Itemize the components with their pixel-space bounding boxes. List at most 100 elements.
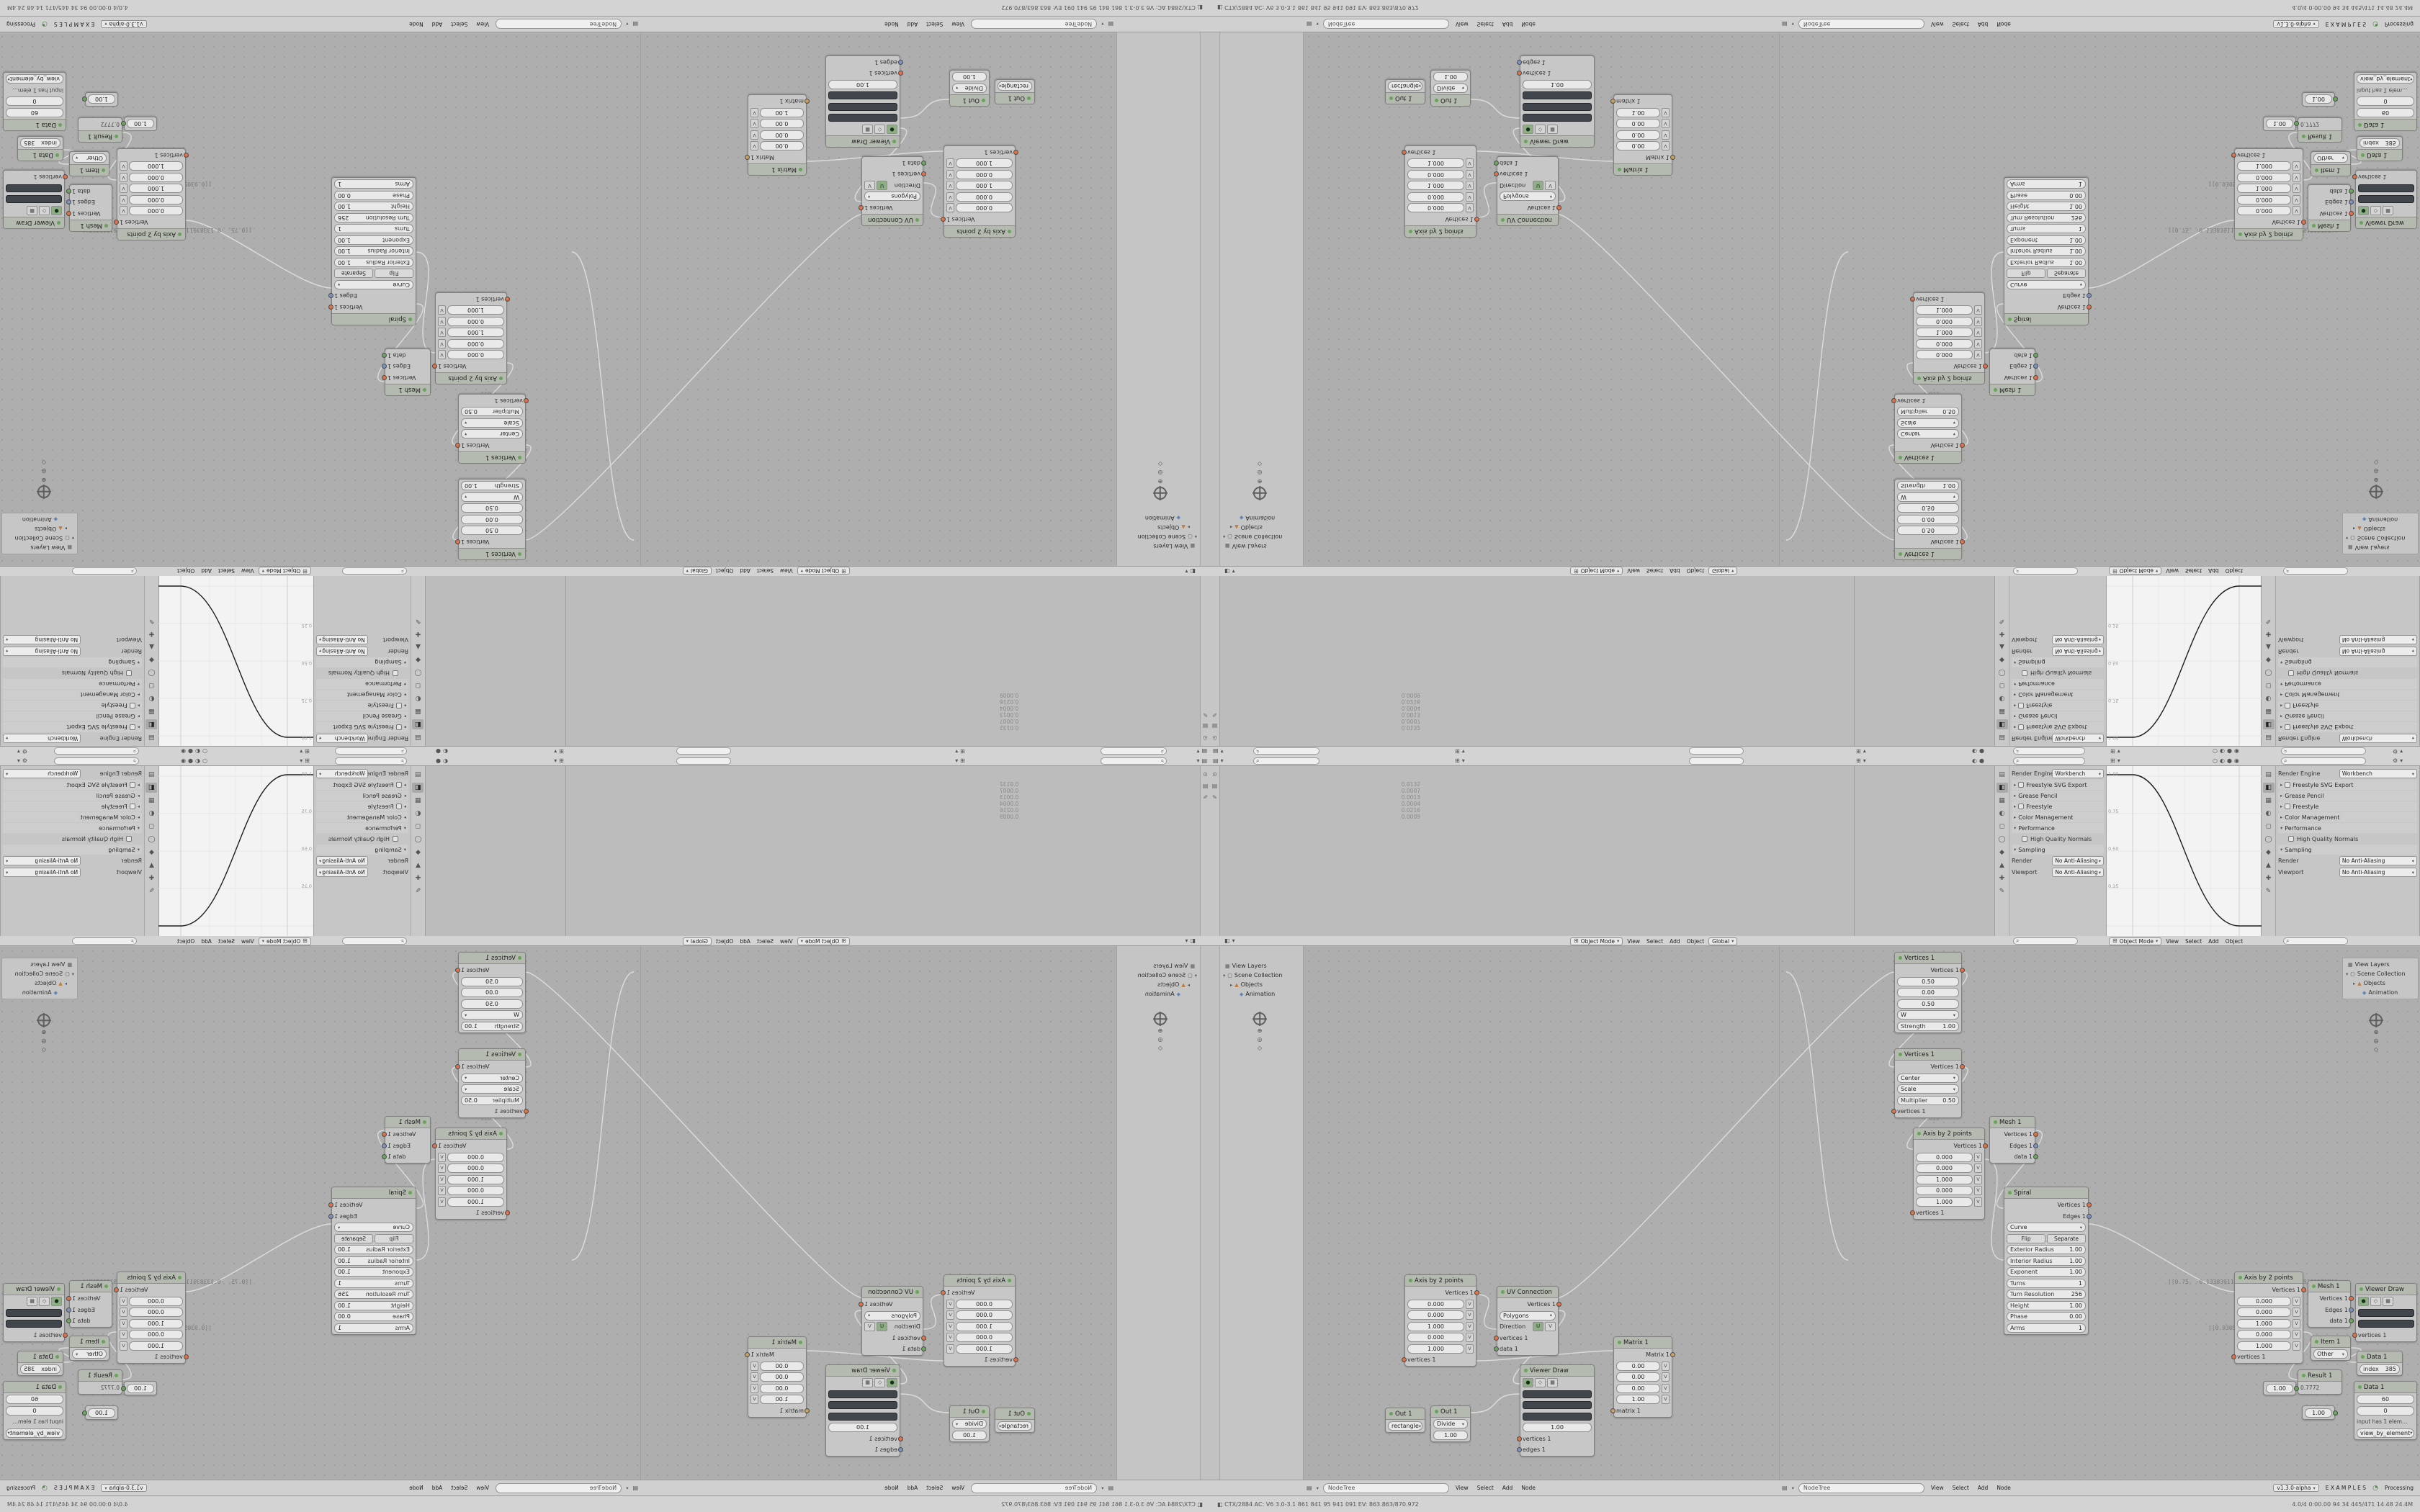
outliner-item-animation[interactable]: ◆Animation — [4, 988, 76, 997]
vector-toggle-button[interactable]: V — [1662, 1372, 1670, 1382]
orbit-gizmo-icon[interactable] — [37, 1014, 50, 1027]
vector-toggle-button[interactable]: V — [120, 1330, 127, 1339]
output-socket[interactable] — [66, 199, 71, 205]
properties-tab-icon[interactable]: ▦ — [2265, 797, 2272, 804]
header-icon[interactable]: ◉ — [181, 748, 187, 755]
properties-tab-icon[interactable]: ▲ — [149, 862, 154, 869]
node-tree-selector[interactable]: NodeTree — [496, 19, 622, 30]
node-value-field[interactable]: 0.000 — [956, 192, 1013, 202]
menu-select[interactable]: Select — [756, 567, 774, 575]
disclosure-icon[interactable]: ▾ — [2346, 971, 2349, 977]
checkbox[interactable] — [129, 782, 135, 788]
vector-toggle-button[interactable]: V — [1974, 1164, 1982, 1173]
properties-section-header[interactable]: ▾Sampling — [2278, 657, 2417, 667]
node-value-field[interactable]: 0.00 — [1616, 119, 1660, 129]
output-socket[interactable] — [66, 1307, 71, 1313]
property-dropdown[interactable]: No Anti-Aliasing▾ — [2052, 647, 2104, 656]
node-header[interactable]: Axis by 2 points — [117, 228, 185, 240]
node-header[interactable]: Axis by 2 points — [436, 1128, 506, 1140]
node-value-field[interactable]: 0.00 — [760, 1372, 804, 1382]
properties-section-header[interactable]: ▾Sampling — [2012, 657, 2104, 667]
node-value-field[interactable]: 0.000 — [1407, 170, 1464, 179]
node-value-field[interactable]: 1.000 — [447, 1174, 504, 1184]
menu-view[interactable]: View — [476, 21, 490, 27]
header-search-field[interactable]: ⌕ — [54, 757, 139, 765]
input-socket[interactable] — [1494, 171, 1499, 177]
vector-toggle-button[interactable]: V — [1466, 203, 1474, 213]
disclosure-icon[interactable]: ▾ — [2346, 535, 2349, 541]
node-value-field[interactable]: 0.00 — [1616, 1383, 1660, 1393]
color-swatch[interactable] — [1523, 114, 1592, 122]
property-dropdown[interactable]: No Anti-Aliasing▾ — [2052, 856, 2104, 865]
version-dropdown[interactable]: v1.3.0-alpha▾ — [101, 1484, 147, 1492]
vector-toggle-button[interactable]: V — [120, 1308, 127, 1317]
node-value-field[interactable]: 1.000 — [1916, 305, 1973, 315]
properties-tab-icon[interactable]: ◧ — [1996, 783, 2008, 793]
output-socket[interactable] — [1670, 155, 1675, 160]
vector-toggle-button[interactable]: V — [1974, 1174, 1982, 1184]
node-value-field[interactable]: 0.50 — [1897, 526, 1959, 536]
output-socket[interactable] — [382, 1154, 387, 1159]
node-dropdown[interactable]: rectangle▾ — [1388, 81, 1422, 91]
menu-view[interactable]: View — [951, 1485, 965, 1491]
properties-tab-icon[interactable]: ◯ — [1998, 669, 2006, 676]
node-value-field[interactable]: 1.000 — [1407, 1344, 1464, 1354]
node-value-field[interactable]: 0.000 — [1407, 1299, 1464, 1309]
property-dropdown[interactable]: No Anti-Aliasing▾ — [2339, 647, 2417, 656]
output-socket[interactable] — [941, 1290, 946, 1295]
properties-tab-icon[interactable]: ◯ — [148, 836, 156, 843]
properties-tab-icon[interactable]: ◆ — [149, 656, 154, 663]
header-icon[interactable]: ⊞ — [305, 748, 310, 755]
properties-tab-icon[interactable]: ✚ — [2265, 630, 2272, 637]
node-value-field[interactable]: 0.00 — [461, 988, 523, 997]
display-toggle-icon[interactable]: ● — [887, 1378, 897, 1387]
node-value-field[interactable]: 0.00 — [1616, 1361, 1660, 1371]
properties-tab-icon[interactable]: ▲ — [2266, 862, 2271, 869]
menu-object[interactable]: Object — [715, 567, 734, 575]
output-socket[interactable] — [2301, 1287, 2306, 1292]
node-header[interactable]: UV Connection — [1497, 214, 1558, 225]
menu-select[interactable]: Select — [451, 21, 468, 27]
menu-add[interactable]: Add — [201, 937, 212, 945]
node-header[interactable]: Out 1 — [1431, 94, 1470, 106]
menu-select[interactable]: Select — [926, 21, 944, 27]
node-viewer-draw-c[interactable]: Viewer Draw●◇▦vertices 1 — [3, 1283, 68, 1342]
node-value-field[interactable]: 0.000 — [447, 317, 504, 326]
header-search-field[interactable]: ⌕ — [54, 747, 139, 755]
menu-node[interactable]: Node — [1996, 1485, 2011, 1491]
node-dropdown[interactable]: view_by_element▾ — [2357, 1428, 2414, 1438]
outliner-item-objects[interactable]: ▸▲Objects — [1222, 980, 1301, 989]
vector-toggle-button[interactable]: V — [946, 181, 954, 191]
vector-toggle-button[interactable]: V — [438, 1164, 446, 1173]
node-value-field[interactable]: 1.000 — [1407, 158, 1464, 168]
node-button-separate[interactable]: Separate — [2047, 269, 2086, 279]
menu-select[interactable]: Select — [1476, 21, 1494, 27]
output-socket[interactable] — [2033, 1154, 2038, 1159]
properties-tab-icon[interactable]: ▤ — [1999, 734, 2005, 741]
menu-node[interactable]: Node — [1521, 1485, 1536, 1491]
header-search-field[interactable]: ⌕ — [335, 757, 407, 765]
vector-toggle-button[interactable]: V — [1662, 1383, 1670, 1393]
vector-toggle-button[interactable]: V — [438, 317, 446, 326]
node-value-field[interactable]: 0.00 — [461, 515, 523, 524]
header-icon[interactable]: ▾ — [17, 748, 20, 755]
tool-icon[interactable]: ✎ — [1203, 711, 1208, 718]
vector-toggle-button[interactable]: V — [120, 206, 127, 216]
vector-toggle-button[interactable]: V — [1662, 1395, 1670, 1404]
node-value-field[interactable]: 1.000 — [2237, 1318, 2291, 1328]
output-socket[interactable] — [432, 364, 437, 369]
property-dropdown[interactable]: Workbench▾ — [316, 734, 368, 743]
navigation-gizmo[interactable]: ⊕◎◇ — [37, 459, 50, 498]
viewport-nav-icon[interactable]: ⊕ — [1157, 478, 1163, 485]
properties-section-header[interactable]: ▾Performance — [2012, 823, 2104, 833]
menu-add[interactable]: Add — [1977, 21, 1989, 27]
node-value-field[interactable]: 0.000 — [2237, 1296, 2291, 1306]
display-toggle-icon[interactable]: ▦ — [1547, 1378, 1558, 1387]
